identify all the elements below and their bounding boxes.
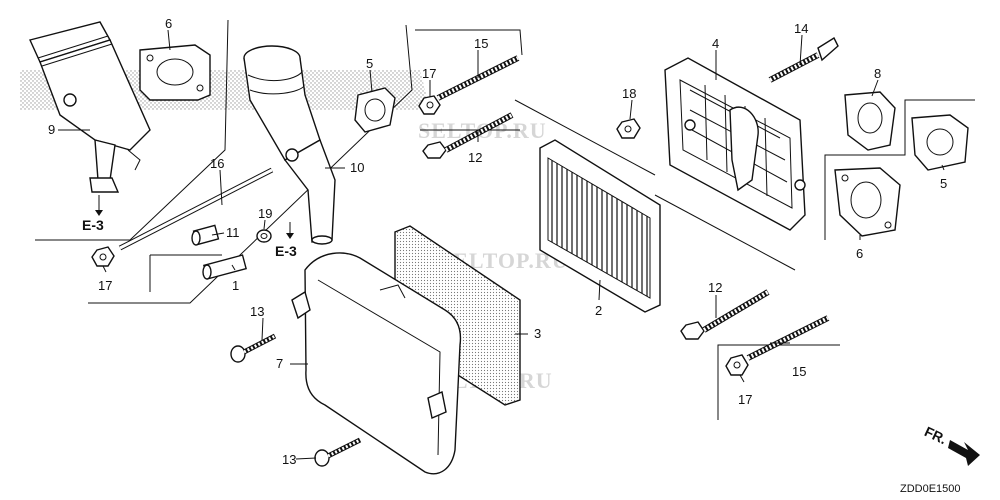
diagram-code: ZDD0E1500 — [900, 483, 961, 495]
filter-element-2 — [539, 139, 661, 313]
collar-11 — [191, 224, 220, 246]
intake-elbow-9 — [29, 21, 151, 193]
gasket-6-right — [834, 167, 901, 237]
washer-19 — [256, 229, 272, 243]
callout-16: 16 — [210, 156, 224, 171]
callout-17-top: 17 — [422, 66, 436, 81]
nut-17-right — [725, 354, 749, 376]
bolt-12-bottom — [680, 289, 770, 340]
callout-8: 8 — [874, 66, 881, 81]
callout-5-right: 5 — [940, 176, 947, 191]
stud-15-bottom — [746, 315, 830, 361]
callout-6-right: 6 — [856, 246, 863, 261]
callout-12-top: 12 — [468, 150, 482, 165]
callout-13-top: 13 — [250, 304, 264, 319]
separator-lines — [35, 19, 975, 420]
nut-17-left — [91, 246, 115, 267]
callout-12-bottom: 12 — [708, 280, 722, 295]
gasket-8 — [844, 91, 896, 151]
ref-e3-right: E-3 — [275, 243, 297, 259]
e3-arrow-right — [286, 222, 294, 239]
gasket-5-right — [911, 114, 969, 171]
air-cleaner-cover-7 — [291, 252, 462, 475]
nut-18 — [616, 118, 641, 139]
callout-17-left: 17 — [98, 278, 112, 293]
callout-13-bottom: 13 — [282, 452, 296, 467]
callout-19: 19 — [258, 206, 272, 221]
nut-17-top — [418, 95, 441, 115]
screw-13-top — [230, 333, 277, 363]
pipe-1 — [202, 254, 247, 280]
callout-1: 1 — [232, 278, 239, 293]
callout-9: 9 — [48, 122, 55, 137]
gasket-5-middle — [354, 87, 396, 133]
bolt-14 — [768, 36, 839, 83]
stud-16 — [118, 167, 274, 251]
callout-4: 4 — [712, 36, 719, 51]
gasket-6-left — [139, 44, 211, 101]
callout-6-left: 6 — [165, 16, 172, 31]
leader-lines — [58, 29, 945, 460]
intake-elbow-10 — [243, 45, 336, 245]
callout-14: 14 — [794, 21, 808, 36]
callout-7: 7 — [276, 356, 283, 371]
screw-13-bottom — [314, 437, 362, 467]
callout-10: 10 — [350, 160, 364, 175]
callout-5-middle: 5 — [366, 56, 373, 71]
callout-2: 2 — [595, 303, 602, 318]
e3-arrow-left — [95, 195, 103, 216]
callout-18: 18 — [622, 86, 636, 101]
callout-11: 11 — [226, 225, 240, 240]
bolt-12-top — [422, 112, 514, 159]
callout-15-bottom: 15 — [792, 364, 806, 379]
front-direction-arrow: FR. — [922, 423, 980, 466]
ref-e3-left: E-3 — [82, 217, 104, 233]
callout-17-right: 17 — [738, 392, 752, 407]
front-label: FR. — [922, 423, 949, 447]
callout-15-top: 15 — [474, 36, 488, 51]
callout-3: 3 — [534, 326, 541, 341]
air-cleaner-case-4 — [664, 57, 806, 231]
